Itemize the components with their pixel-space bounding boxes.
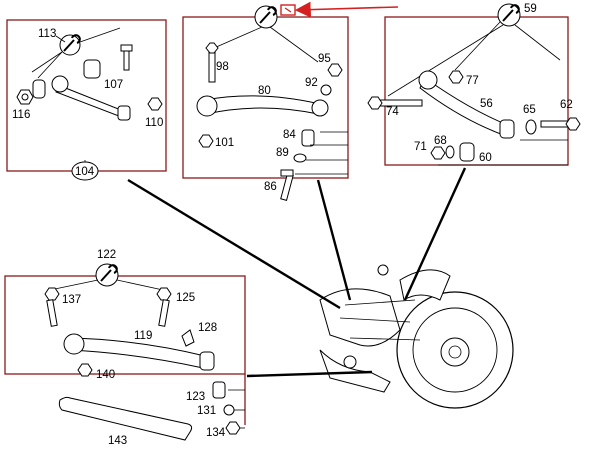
label-77: 77 [466, 75, 479, 87]
label-110: 110 [145, 117, 163, 129]
wrench-icon [497, 3, 521, 27]
label-104: 104 [75, 166, 95, 178]
washer-89 [293, 153, 307, 163]
arrow-104 [127, 178, 341, 310]
control-arm-80 [196, 95, 329, 117]
panel-122-frame [4, 275, 246, 375]
label-137: 137 [62, 294, 81, 306]
label-123: 123 [186, 391, 205, 403]
nut-110 [147, 97, 163, 111]
bush-60 [459, 142, 475, 162]
label-59: 59 [524, 3, 537, 15]
label-60: 60 [479, 152, 492, 164]
bolt-98 [205, 42, 219, 83]
arrow-122 [246, 370, 373, 378]
callout-104 [71, 161, 99, 181]
nut-116 [16, 89, 34, 105]
label-116: 116 [12, 109, 30, 121]
label-134: 134 [206, 427, 226, 439]
panel-122: 122 137 125 128 119 140 123 [4, 249, 246, 447]
label-95: 95 [318, 53, 331, 65]
label-86: 86 [264, 181, 277, 193]
bolt-62 [540, 117, 581, 131]
nut-95 [327, 63, 343, 77]
label-71: 71 [414, 141, 427, 153]
bush-84 [301, 129, 315, 147]
panel-59-frame [384, 16, 569, 166]
label-140: 140 [96, 369, 115, 381]
panel-104: 113 107 116 110 104 [6, 19, 167, 181]
label-68: 68 [434, 135, 447, 147]
link-110 [51, 75, 131, 121]
label-80: 80 [258, 85, 271, 97]
panel-59: 59 77 74 56 65 62 71 68 [367, 3, 581, 166]
clip-128 [181, 329, 195, 347]
bolt-125 [156, 287, 172, 327]
control-arm-119 [63, 333, 215, 371]
label-101: 101 [215, 137, 234, 149]
wheel-hub-assembly [319, 264, 514, 409]
label-65: 65 [523, 104, 536, 116]
nut-134 [225, 421, 241, 435]
label-113: 113 [38, 28, 56, 40]
label-143: 143 [108, 435, 127, 447]
nut-140 [77, 363, 93, 377]
arrow-center [316, 179, 352, 301]
washer-131 [223, 404, 235, 416]
bush [83, 59, 101, 79]
washer-68 [445, 145, 455, 159]
label-62: 62 [560, 99, 573, 111]
label-84: 84 [283, 129, 296, 141]
red-pointer-arrow [294, 1, 399, 18]
label-131: 131 [197, 405, 216, 417]
wrench-icon [59, 34, 81, 56]
label-125: 125 [176, 292, 195, 304]
control-arm-56 [418, 70, 515, 139]
washer-116 [32, 79, 46, 99]
washer-92 [320, 84, 332, 96]
label-89: 89 [276, 147, 289, 159]
stabilizer-bar-143 [58, 396, 193, 441]
label-92: 92 [305, 77, 318, 89]
label-98: 98 [216, 61, 229, 73]
washer-65 [525, 119, 537, 135]
label-119: 119 [134, 330, 152, 342]
bolt-107 [120, 44, 133, 71]
nut-77 [448, 70, 464, 84]
arrow-59 [403, 167, 467, 301]
pointer-arrows [127, 167, 467, 378]
bolt-137 [44, 287, 60, 327]
nut-71 [430, 146, 446, 160]
label-107: 107 [104, 79, 123, 91]
label-128: 128 [198, 322, 217, 334]
wrench-icon [95, 263, 119, 287]
bolt-74 [367, 96, 423, 110]
label-122: 122 [97, 249, 116, 261]
wrench-icon [254, 5, 278, 29]
panel-center: 98 95 92 80 101 84 89 86 [182, 1, 399, 201]
bush-123 [212, 381, 226, 399]
label-74: 74 [386, 106, 399, 118]
nut-101 [198, 134, 214, 148]
bolt-86 [280, 169, 294, 201]
label-56: 56 [480, 98, 493, 110]
